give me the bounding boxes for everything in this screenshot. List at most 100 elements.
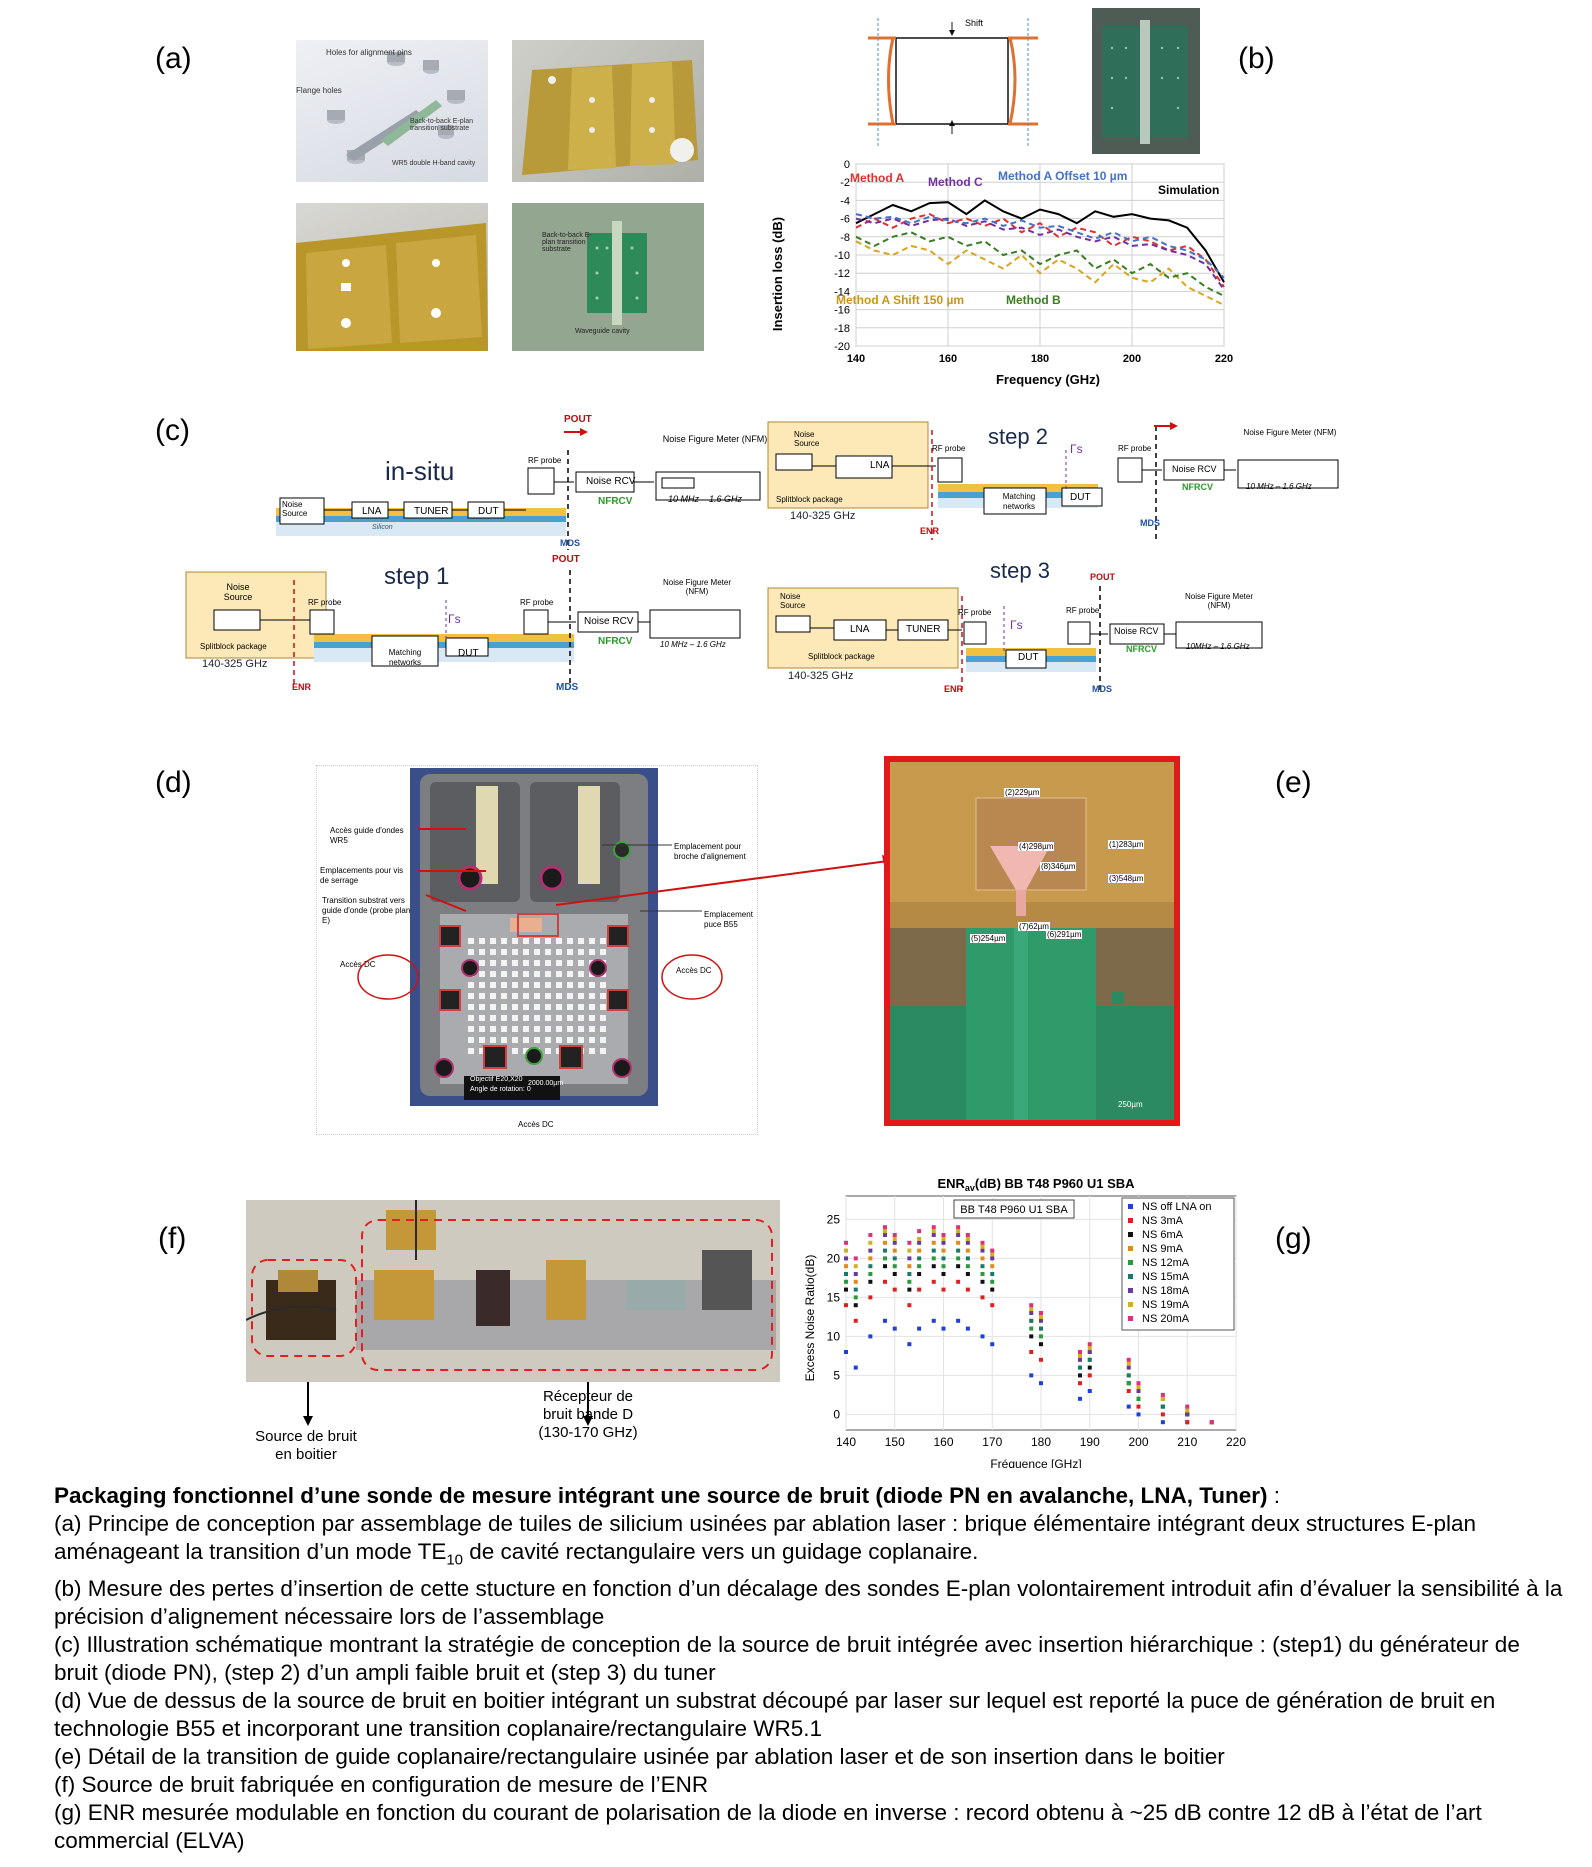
chart-g-point [907,1256,912,1261]
grid-hole [512,993,518,999]
panel-label-c: (c) [155,414,190,447]
chart-g-point [941,1272,946,1276]
chart-b-series-line [855,240,1225,306]
chart-g-point [980,1272,985,1276]
panel-a-photo-tiles-bottom [296,203,488,351]
step1-nf-rcv: NFRCV [598,636,633,647]
step3-nfm-range: 10MHz – 1.6 GHz [1186,642,1250,651]
chart-g-legend-label: NS 6mA [1142,1229,1184,1241]
grid-hole [589,982,595,988]
chart-b-label-method-a: Method A [850,171,905,185]
step1-mds: MDS [556,682,579,693]
step1-freq: 140-325 GHz [202,658,268,670]
grid-hole [490,982,496,988]
chart-g-point [907,1287,912,1292]
annotation-a4: WR5 double H-band cavity [392,160,476,167]
grid-hole [479,1004,485,1010]
chart-g-point [965,1248,970,1253]
grid-hole [545,1004,551,1010]
grid-hole [545,1026,551,1032]
panel-d-label-chip: Emplacement puce B55 [704,910,753,929]
chart-g-point [907,1342,912,1347]
grid-hole [556,982,562,988]
chart-g-point [892,1248,897,1253]
chart-g-legend-label: NS 3mA [1142,1215,1184,1227]
step3-freq: 140-325 GHz [788,670,854,682]
chart-g-point [868,1256,873,1261]
grid-hole [589,938,595,944]
chart-g-point [1087,1350,1092,1354]
chart-g-point [990,1342,995,1347]
chart-g-point [1126,1361,1131,1366]
grid-hole [578,1026,584,1032]
grid-hole [523,1037,529,1043]
chart-g-xtick: 200 [1128,1435,1148,1449]
grid-hole [567,1004,573,1010]
grid-hole [534,1026,540,1032]
chart-g-point [1029,1326,1034,1331]
chart-g-point [892,1326,897,1331]
chart-g-point [917,1256,922,1261]
chart-g-xtick: 170 [982,1435,1002,1449]
grid-hole [490,949,496,955]
grid-hole [578,1037,584,1043]
grid-hole [468,982,474,988]
panel-f-photo [246,1200,780,1382]
grid-hole [490,1015,496,1021]
grid-hole [545,1015,551,1021]
grid-hole [578,1015,584,1021]
grid-hole [578,982,584,988]
grid-hole [501,1037,507,1043]
chart-g-point [1160,1392,1165,1397]
insitu-nfm: Noise Figure Meter (NFM) [662,434,768,444]
step3-enr: ENR [944,684,964,694]
chart-g-point [1039,1381,1043,1386]
chart-g-point [907,1279,912,1284]
chart-g-point [1136,1389,1141,1393]
grid-hole [556,1004,562,1010]
insitu-noise-rcv: Noise RCV [586,476,636,487]
step1-gamma: Γs [448,612,461,626]
dim-3: (3)548µm [1108,874,1145,883]
panel-d-label-dc-bottom: Accès DC [518,1120,554,1129]
step1-dut: DUT [458,648,479,659]
grid-hole [501,1004,507,1010]
chart-g-point [868,1264,873,1269]
grid-hole [600,1048,606,1054]
chart-g-point [853,1365,858,1370]
step3-package: Splitblock package [808,652,875,661]
chart-g-point [941,1240,946,1245]
grid-hole [468,938,474,944]
chart-g-point [1126,1373,1131,1378]
chart-g-legend-label: NS 15mA [1142,1271,1190,1283]
chart-g-point [883,1279,887,1284]
chart-g-point [907,1240,912,1245]
chart-g-point [980,1256,985,1261]
step2-mds: MDS [1140,518,1160,528]
grid-hole [512,1004,518,1010]
chart-g-point [931,1264,936,1269]
chart-g-ytick: 10 [827,1329,841,1343]
panel-d-scale-length: 2000.00µm [528,1080,564,1087]
panel-f-label-receiver: Récepteur de bruit bande D (130-170 GHz) [538,1388,638,1441]
chart-g-legend-label: NS 18mA [1142,1285,1190,1297]
insitu-tuner: TUNER [414,506,449,517]
chart-g-point [1039,1342,1043,1347]
panel-d-label-transition: Transition substrat vers guide d'onde (p… [322,896,411,925]
chart-g-legend-marker [1128,1246,1133,1251]
chart-g-point [990,1272,995,1276]
schematic-step3 [766,586,1266,696]
chart-g-point [917,1272,922,1276]
chart-b-ytick: -16 [834,305,850,317]
grid-hole [512,938,518,944]
chart-g-point [931,1225,936,1230]
step3-noise-rcv: Noise RCV [1114,626,1159,636]
step3-mds: MDS [1092,684,1112,694]
chart-g-point [1087,1389,1092,1393]
chart-b-ytick: -6 [840,214,850,226]
chart-g-point [892,1256,897,1261]
insitu-title: in-situ [385,456,455,486]
chart-g-point [941,1326,946,1331]
step2-freq: 140-325 GHz [790,510,856,522]
chart-g-point [883,1240,887,1245]
